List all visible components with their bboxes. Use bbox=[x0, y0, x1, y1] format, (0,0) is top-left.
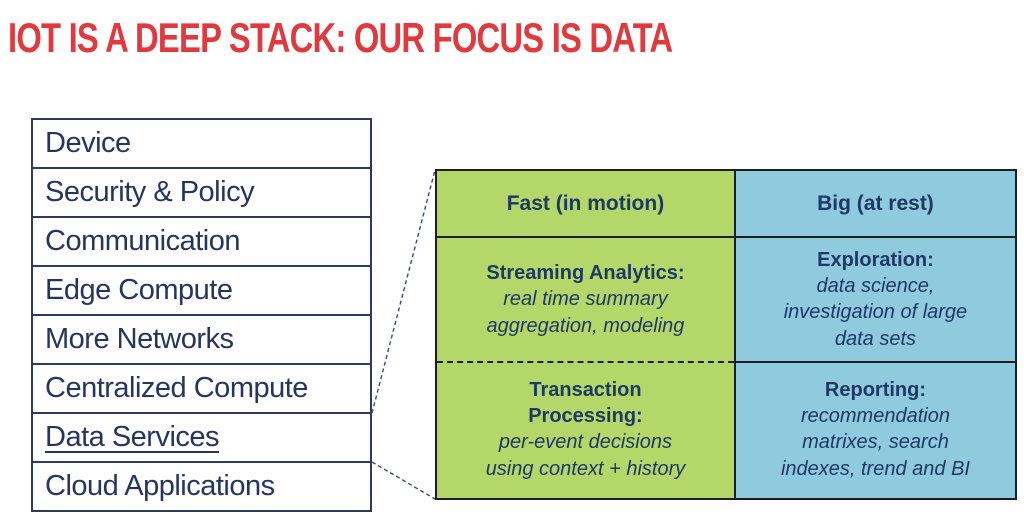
cell-lead: Streaming Analytics: bbox=[486, 262, 685, 285]
cell-description: per-event decisions using context + hist… bbox=[485, 431, 686, 480]
stack-layer-data-services: Data Services bbox=[33, 412, 370, 461]
matrix-column-big: Big (at rest) Exploration: data science,… bbox=[735, 171, 1015, 498]
cell-lead: Exploration: bbox=[817, 248, 934, 271]
stack-layer-label-highlighted: Data Services bbox=[45, 421, 220, 453]
stack-layer-label: More Networks bbox=[45, 323, 234, 355]
stack-layer-label: Cloud Applications bbox=[45, 470, 275, 502]
stack-layer-more-networks: More Networks bbox=[33, 314, 370, 363]
data-services-matrix: Fast (in motion) Streaming Analytics: re… bbox=[435, 169, 1017, 500]
stack-layer-label: Edge Compute bbox=[45, 274, 233, 306]
slide-title: IOT IS A DEEP STACK: OUR FOCUS IS DATA bbox=[8, 14, 673, 61]
matrix-cell-exploration: Exploration: data science, investigation… bbox=[735, 238, 1015, 363]
stack-layer-cloud-applications: Cloud Applications bbox=[33, 461, 370, 510]
stack-layer-label: Centralized Compute bbox=[45, 372, 308, 404]
matrix-cell-streaming-analytics: Streaming Analytics: real time summary a… bbox=[437, 238, 734, 363]
callout-line-bottom bbox=[371, 461, 436, 500]
stack-layer-label: Security & Policy bbox=[45, 176, 255, 208]
matrix-cell-reporting: Reporting: recommendation matrixes, sear… bbox=[736, 363, 1015, 496]
cell-lead: Reporting: bbox=[824, 378, 927, 401]
cell-description: recommendation matrixes, search indexes,… bbox=[780, 404, 970, 480]
stack-layer-label: Communication bbox=[45, 225, 240, 257]
cell-lead: Transaction Processing: bbox=[528, 379, 643, 428]
stack-layer-centralized-compute: Centralized Compute bbox=[33, 363, 370, 412]
stack-layer-label: Device bbox=[45, 127, 131, 159]
stack-layer-communication: Communication bbox=[33, 216, 370, 265]
stack-layer-security-policy: Security & Policy bbox=[33, 167, 370, 216]
stack-layer-device: Device bbox=[33, 120, 370, 167]
matrix-header-big: Big (at rest) bbox=[735, 171, 1015, 238]
matrix-column-fast: Fast (in motion) Streaming Analytics: re… bbox=[437, 171, 736, 498]
matrix-cell-transaction-processing: Transaction Processing: per-event decisi… bbox=[437, 363, 734, 496]
cell-description: data science, investigation of large dat… bbox=[783, 274, 968, 350]
stack-layer-edge-compute: Edge Compute bbox=[33, 265, 370, 314]
iot-stack: Device Security & Policy Communication E… bbox=[31, 118, 372, 512]
matrix-header-fast: Fast (in motion) bbox=[437, 171, 734, 238]
callout-line-top bbox=[371, 169, 436, 414]
cell-description: real time summary aggregation, modeling bbox=[486, 288, 685, 337]
